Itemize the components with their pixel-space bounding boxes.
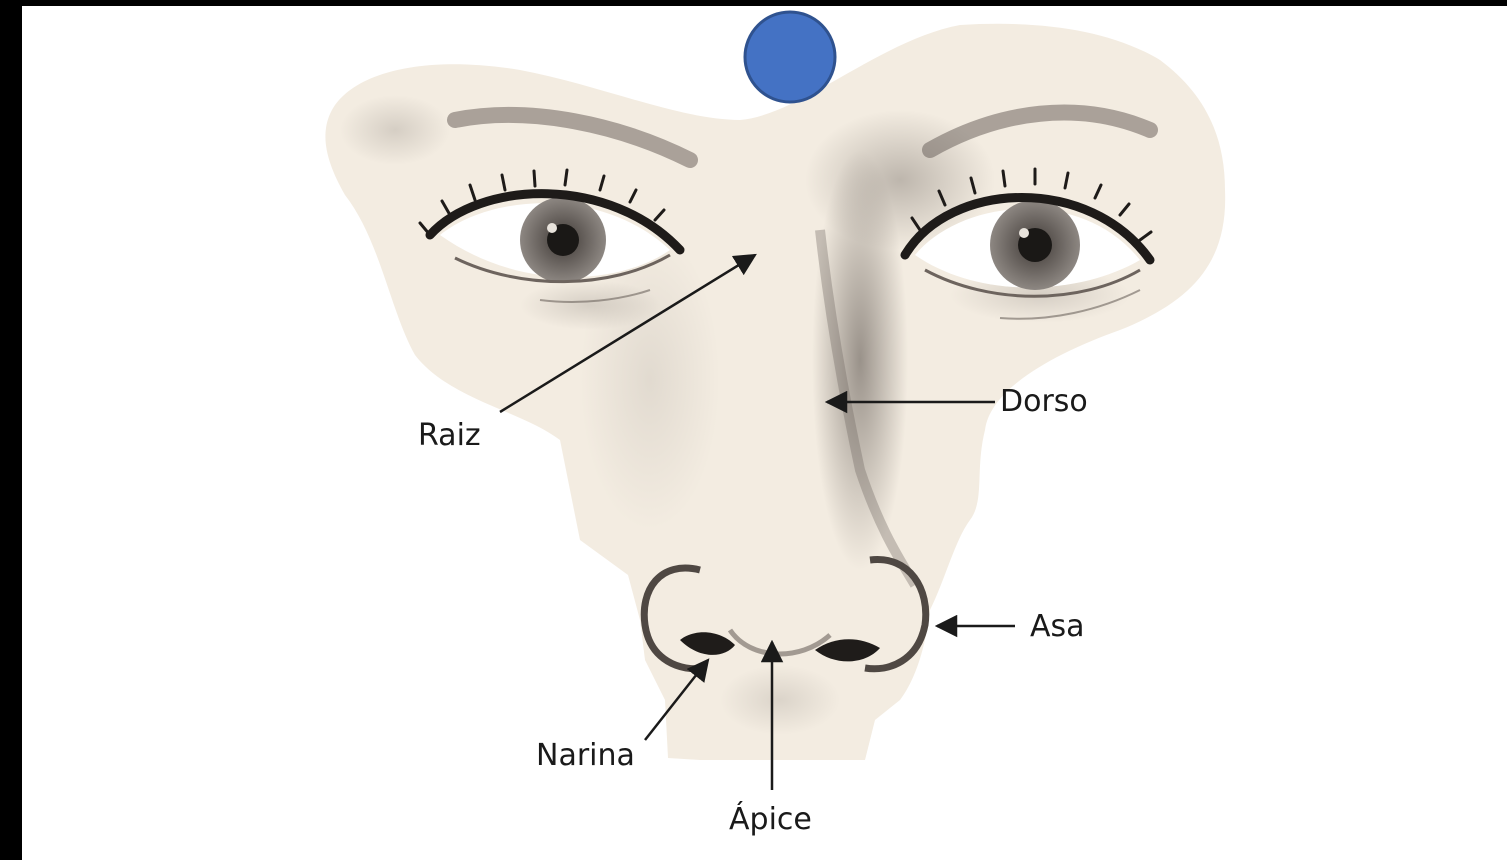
- lip-shadow: [720, 665, 840, 735]
- label-raiz: Raiz: [418, 421, 481, 451]
- label-dorso: Dorso: [1000, 387, 1088, 417]
- label-apice: Ápice: [729, 805, 812, 835]
- under-eye-shadow-left: [520, 280, 660, 330]
- face-skin: [325, 24, 1225, 760]
- marker-circle: [745, 12, 835, 102]
- temple-shadow-left: [340, 95, 450, 165]
- label-asa: Asa: [1030, 612, 1085, 642]
- label-narina: Narina: [536, 741, 635, 771]
